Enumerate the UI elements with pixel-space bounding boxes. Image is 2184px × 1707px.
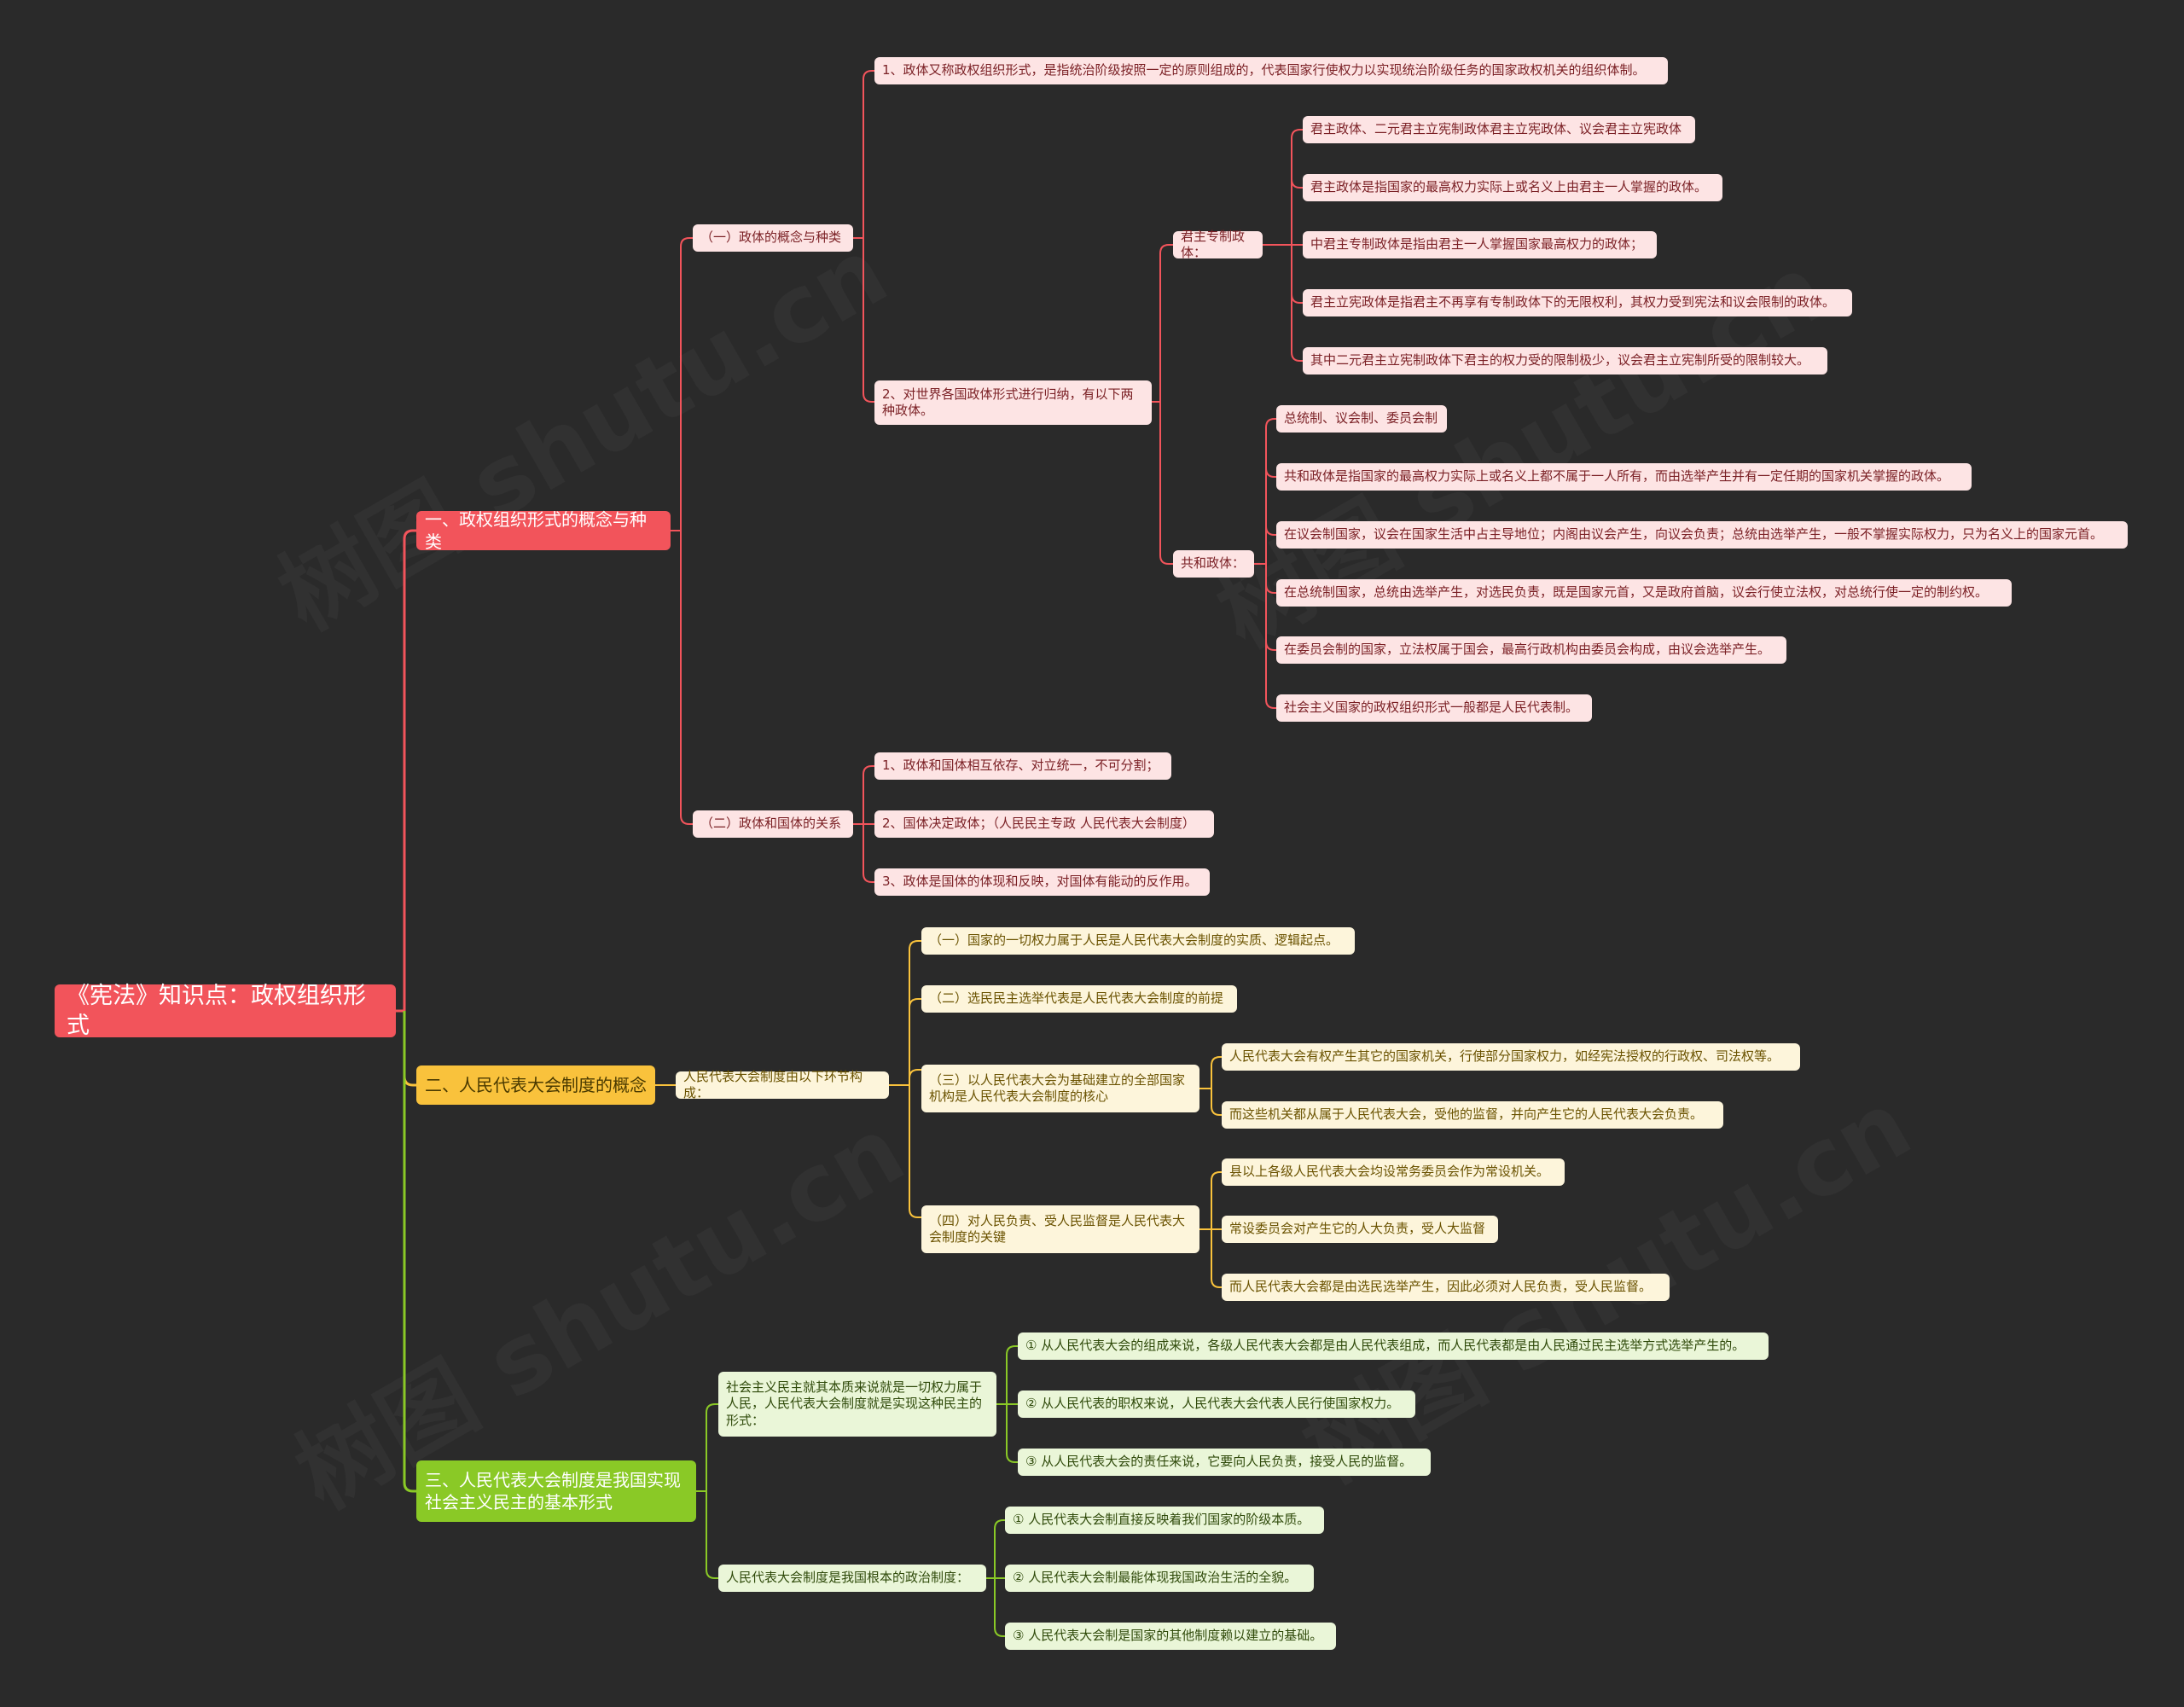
root-topic[interactable]: 《宪法》知识点：政权组织形式 [55, 983, 396, 1039]
leaf-republic-item[interactable]: 在议会制国家，议会在国家生活中占主导地位；内阁由议会产生，向议会负责；总统由选举… [1276, 521, 2128, 549]
leaf-npc-essence[interactable]: （一）国家的一切权力属于人民是人民代表大会制度的实质、逻辑起点。 [921, 927, 1355, 955]
topic-socialist-democracy[interactable]: 社会主义民主就其本质来说就是一切权力属于人民，人民代表大会制度就是实现这种民主的… [718, 1372, 996, 1437]
leaf-relation-item[interactable]: 3、政体是国体的体现和反映，对国体有能动的反作用。 [874, 868, 1210, 896]
branch-2-topic[interactable]: 二、人民代表大会制度的概念 [416, 1065, 655, 1105]
leaf-republic-item[interactable]: 社会主义国家的政权组织形式一般都是人民代表制。 [1276, 694, 1592, 722]
leaf-fundamental-item[interactable]: ③ 人民代表大会制是国家的其他制度赖以建立的基础。 [1005, 1623, 1336, 1650]
topic-monarchy[interactable]: 君主专制政体： [1173, 229, 1263, 260]
topic-fundamental-system[interactable]: 人民代表大会制度是我国根本的政治制度： [718, 1565, 986, 1592]
leaf-democracy-item[interactable]: ② 从人民代表的职权来说，人民代表大会代表人民行使国家权力。 [1018, 1391, 1415, 1418]
leaf-monarchy-item[interactable]: 中君主专制政体是指由君主一人掌握国家最高权力的政体； [1303, 231, 1657, 258]
leaf-relation-item[interactable]: 2、国体决定政体；（人民民主专政 人民代表大会制度） [874, 810, 1214, 838]
branch-3-topic[interactable]: 三、人民代表大会制度是我国实现社会主义民主的基本形式 [416, 1460, 696, 1522]
topic-npc-components[interactable]: 人民代表大会制度由以下环节构成： [676, 1069, 889, 1100]
leaf-polity-definition[interactable]: 1、政体又称政权组织形式，是指统治阶级按照一定的原则组成的，代表国家行使权力以实… [874, 57, 1668, 84]
sub-topic-polity-state-relation[interactable]: （二）政体和国体的关系 [693, 810, 853, 838]
leaf-npc-core-item[interactable]: 人民代表大会有权产生其它的国家机关，行使部分国家权力，如经宪法授权的行政权、司法… [1222, 1043, 1800, 1071]
leaf-polity-types[interactable]: 2、对世界各国政体形式进行归纳，有以下两种政体。 [874, 380, 1152, 425]
leaf-democracy-item[interactable]: ① 从人民代表大会的组成来说，各级人民代表大会都是由人民代表组成，而人民代表都是… [1018, 1333, 1769, 1360]
leaf-republic-item[interactable]: 总统制、议会制、委员会制 [1276, 405, 1447, 433]
leaf-republic-item[interactable]: 共和政体是指国家的最高权力实际上或名义上都不属于一人所有，而由选举产生并有一定任… [1276, 463, 1972, 491]
leaf-fundamental-item[interactable]: ① 人民代表大会制直接反映着我们国家的阶级本质。 [1005, 1507, 1324, 1534]
leaf-npc-key-item[interactable]: 而人民代表大会都是由选民选举产生，因此必须对人民负责，受人民监督。 [1222, 1274, 1670, 1301]
topic-republic[interactable]: 共和政体： [1173, 550, 1254, 578]
topic-npc-core[interactable]: （三）以人民代表大会为基础建立的全部国家机构是人民代表大会制度的核心 [921, 1065, 1199, 1112]
leaf-npc-premise[interactable]: （二）选民民主选举代表是人民代表大会制度的前提 [921, 985, 1237, 1013]
leaf-democracy-item[interactable]: ③ 从人民代表大会的责任来说，它要向人民负责，接受人民的监督。 [1018, 1449, 1431, 1476]
leaf-republic-item[interactable]: 在总统制国家，总统由选举产生，对选民负责，既是国家元首，又是政府首脑，议会行使立… [1276, 579, 2012, 607]
topic-npc-key[interactable]: （四）对人民负责、受人民监督是人民代表大会制度的关键 [921, 1205, 1199, 1253]
leaf-relation-item[interactable]: 1、政体和国体相互依存、对立统一，不可分割； [874, 752, 1171, 780]
leaf-fundamental-item[interactable]: ② 人民代表大会制最能体现我国政治生活的全貌。 [1005, 1565, 1314, 1592]
sub-topic-polity-concept[interactable]: （一）政体的概念与种类 [693, 224, 853, 252]
leaf-npc-core-item[interactable]: 而这些机关都从属于人民代表大会，受他的监督，并向产生它的人民代表大会负责。 [1222, 1101, 1723, 1129]
branch-1-topic[interactable]: 一、政权组织形式的概念与种类 [416, 509, 671, 552]
leaf-monarchy-item[interactable]: 君主立宪政体是指君主不再享有专制政体下的无限权利，其权力受到宪法和议会限制的政体… [1303, 289, 1852, 316]
leaf-monarchy-item[interactable]: 君主政体是指国家的最高权力实际上或名义上由君主一人掌握的政体。 [1303, 174, 1722, 201]
leaf-monarchy-item[interactable]: 君主政体、二元君主立宪制政体君主立宪政体、议会君主立宪政体 [1303, 116, 1695, 143]
leaf-npc-key-item[interactable]: 县以上各级人民代表大会均设常务委员会作为常设机关。 [1222, 1158, 1565, 1186]
leaf-republic-item[interactable]: 在委员会制的国家，立法权属于国会，最高行政机构由委员会构成，由议会选举产生。 [1276, 636, 1786, 664]
leaf-monarchy-item[interactable]: 其中二元君主立宪制政体下君主的权力受的限制极少，议会君主立宪制所受的限制较大。 [1303, 347, 1827, 374]
leaf-npc-key-item[interactable]: 常设委员会对产生它的人大负责，受人大监督 [1222, 1216, 1498, 1243]
